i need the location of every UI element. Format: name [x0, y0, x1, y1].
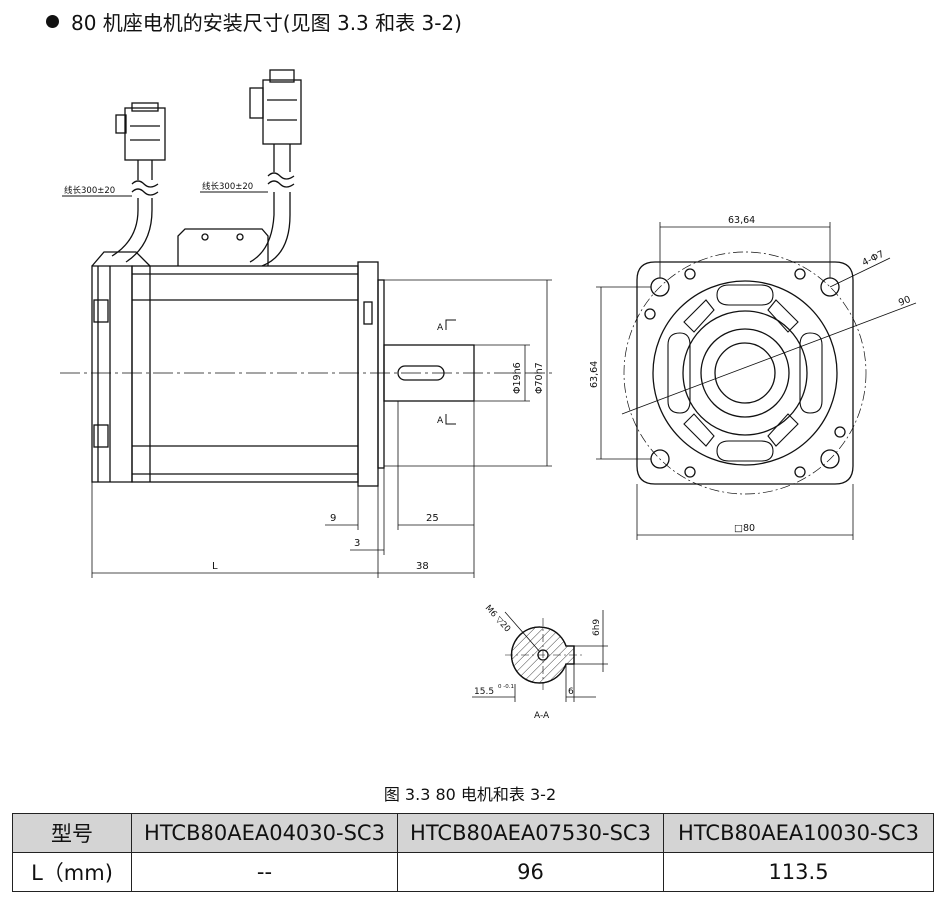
section-heading: 80 机座电机的安装尺寸(见图 3.3 和表 3-2) [46, 6, 462, 36]
key-depth: 6h9 [592, 619, 602, 636]
cable-right [273, 144, 291, 172]
dim-38: 38 [416, 561, 429, 572]
mount-hole-br [820, 449, 840, 469]
flange [357, 261, 379, 487]
cable-left [137, 160, 153, 180]
dim-flange-square: □80 [734, 523, 755, 534]
section-a-a: M6 ▽20 6h9 15.5 0 -0.1 6 A-A [472, 603, 608, 721]
section-mark-bottom: A [437, 416, 444, 426]
dim-pilot-diameter: Φ70h7 [534, 362, 545, 394]
dim-pcd: 90 [897, 294, 912, 309]
heading-text: 80 机座电机的安装尺寸(见图 3.3 和表 3-2) [71, 10, 462, 35]
key-width: 6 [568, 687, 574, 697]
header-model-2: HTCB80AEA07530-SC3 [397, 813, 664, 853]
dim-9: 9 [330, 513, 336, 524]
rear-cable-gland [91, 251, 151, 267]
row-value-2: 96 [397, 852, 664, 892]
cable-length-right: 线长300±20 [202, 181, 253, 192]
bullet-icon [46, 14, 59, 28]
cable-exit-block [177, 228, 269, 266]
shaft-tolerance: 0 -0.1 [498, 684, 514, 690]
dim-3: 3 [354, 538, 360, 549]
header-model: 型号 [12, 813, 132, 853]
cable-break-left [131, 180, 159, 196]
connector-left [115, 102, 166, 161]
row-label: L（mm) [12, 852, 132, 892]
row-value-1: -- [131, 852, 398, 892]
row-value-3: 113.5 [663, 852, 934, 892]
figure-caption: 图 3.3 80 电机和表 3-2 [383, 785, 557, 804]
dim-hole-spacing-v: 63,64 [589, 361, 600, 388]
flange-square [636, 261, 854, 485]
dim-shaft-diameter: Φ19h6 [512, 362, 523, 394]
pilot [377, 279, 385, 469]
connector-right [249, 69, 302, 145]
motor-body [131, 265, 359, 483]
dim-hole-spacing-h: 63,64 [728, 215, 755, 226]
table-row: L（mm) -- 96 113.5 [12, 852, 934, 892]
thread-spec: M6 ▽20 [483, 603, 512, 634]
motor-dimension-drawing: 线长300±20 线长300±20 A A [60, 69, 917, 721]
spec-table: 型号 HTCB80AEA04030-SC3 HTCB80AEA07530-SC3… [12, 813, 934, 892]
header-model-1: HTCB80AEA04030-SC3 [131, 813, 398, 853]
side-view: 线长300±20 线长300±20 A A [60, 69, 555, 578]
front-view: 4-Φ7 90 63,64 63,64 □80 [589, 215, 917, 540]
cable-break-right [267, 172, 295, 188]
cable-length-left: 线长300±20 [64, 185, 115, 196]
section-mark-top: A [437, 323, 444, 333]
section-label: A-A [534, 711, 550, 721]
header-model-3: HTCB80AEA10030-SC3 [663, 813, 934, 853]
dim-L: L [212, 561, 218, 572]
dim-25: 25 [426, 513, 439, 524]
table-header-row: 型号 HTCB80AEA04030-SC3 HTCB80AEA07530-SC3… [12, 813, 934, 853]
shaft-width: 15.5 [474, 687, 494, 697]
